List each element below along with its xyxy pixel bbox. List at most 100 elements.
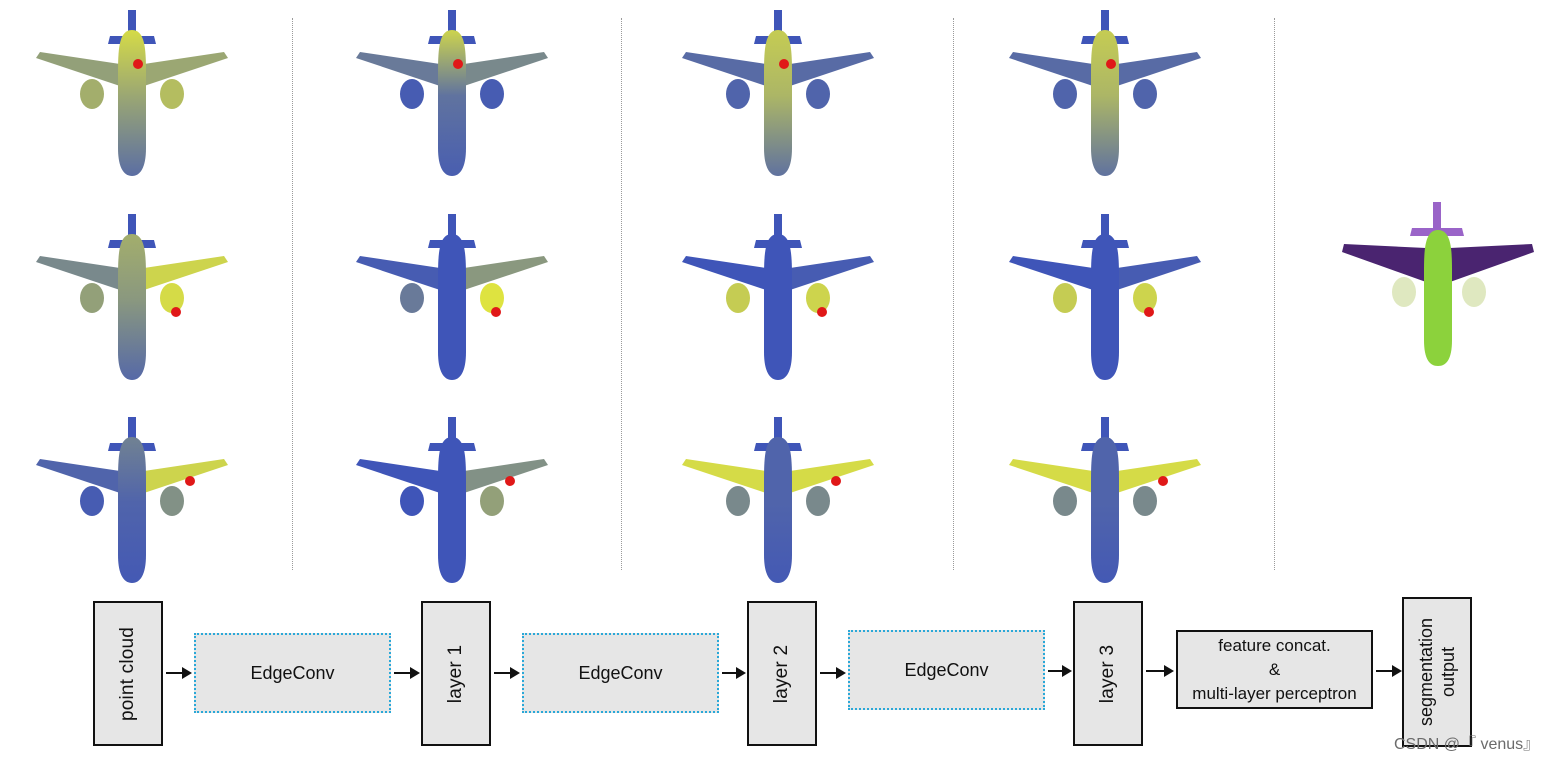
left-engine	[726, 486, 750, 516]
right-engine	[1133, 486, 1157, 516]
left-engine	[1053, 79, 1077, 109]
left-engine	[726, 79, 750, 109]
right-wing	[464, 52, 548, 86]
airplane-r3-c4	[1009, 417, 1201, 583]
left-wing	[1009, 52, 1093, 86]
left-wing	[36, 52, 120, 86]
point-cloud-box: point cloud	[93, 601, 163, 746]
airplane-r1-c3	[682, 10, 874, 176]
left-engine	[80, 79, 104, 109]
left-wing	[682, 52, 766, 86]
seg-right-wing	[1450, 244, 1534, 282]
airplane-r2-c4	[1009, 214, 1201, 380]
left-engine	[400, 486, 424, 516]
query-point	[185, 476, 195, 486]
fuselage	[118, 437, 146, 583]
arrow-2	[394, 667, 420, 679]
segmentation-output-line-1: segmentation	[1416, 617, 1437, 727]
left-wing	[36, 459, 120, 493]
column-separator-2	[621, 18, 622, 570]
left-engine	[400, 79, 424, 109]
left-engine	[80, 486, 104, 516]
arrow-7	[1146, 665, 1174, 677]
layer-3-box: layer 3	[1073, 601, 1143, 746]
segmentation-output-label: segmentation output	[1415, 618, 1459, 726]
right-engine	[160, 486, 184, 516]
left-wing	[36, 256, 120, 290]
left-wing	[1009, 459, 1093, 493]
left-engine	[1053, 283, 1077, 313]
right-engine	[160, 283, 184, 313]
query-point	[1158, 476, 1168, 486]
query-point	[831, 476, 841, 486]
left-engine	[1053, 486, 1077, 516]
right-engine	[1133, 283, 1157, 313]
fuselage	[764, 234, 792, 380]
fuselage	[118, 234, 146, 380]
point-cloud-label: point cloud	[117, 626, 139, 721]
right-wing	[1117, 459, 1201, 493]
airplane-r2-c3	[682, 214, 874, 380]
column-separator-1	[292, 18, 293, 570]
right-wing	[144, 459, 228, 493]
right-wing	[1117, 52, 1201, 86]
right-engine	[806, 79, 830, 109]
left-wing	[682, 459, 766, 493]
fuselage	[1091, 437, 1119, 583]
left-wing	[1009, 256, 1093, 290]
feature-concat-line-1: feature concat.	[1218, 635, 1331, 655]
seg-right-engine	[1462, 277, 1486, 307]
right-engine	[480, 283, 504, 313]
airplane-r1-c2	[356, 10, 548, 176]
airplane-r3-c3	[682, 417, 874, 583]
fuselage	[764, 30, 792, 176]
query-point	[453, 59, 463, 69]
left-wing	[682, 256, 766, 290]
airplane-r3-c2	[356, 417, 548, 583]
edgeconv-label-2: EdgeConv	[578, 662, 663, 683]
edgeconv-label-1: EdgeConv	[250, 662, 335, 683]
feature-concat-line-3: multi-layer perceptron	[1192, 683, 1357, 703]
right-engine	[806, 283, 830, 313]
query-point	[491, 307, 501, 317]
arrow-5	[820, 667, 846, 679]
seg-tail-fin	[1433, 202, 1441, 234]
right-wing	[1117, 256, 1201, 290]
edgeconv-box-1: EdgeConv	[194, 633, 391, 713]
right-wing	[144, 52, 228, 86]
arrow-8	[1376, 665, 1402, 677]
right-engine	[160, 79, 184, 109]
airplane-r1-c4	[1009, 10, 1201, 176]
right-wing	[790, 256, 874, 290]
pipeline: point cloud EdgeConv layer 1 EdgeConv la…	[0, 590, 1567, 759]
right-wing	[464, 459, 548, 493]
watermark: CSDN @『 venus』	[1394, 736, 1540, 753]
right-wing	[144, 256, 228, 290]
fuselage	[438, 437, 466, 583]
airplane-r1-c1	[36, 10, 228, 176]
seg-left-wing	[1342, 244, 1426, 282]
seg-fuselage	[1424, 230, 1452, 366]
feature-concat-line-2: &	[1268, 659, 1281, 679]
query-point	[171, 307, 181, 317]
query-point	[1106, 59, 1116, 69]
left-wing	[356, 52, 440, 86]
right-engine	[480, 79, 504, 109]
edgeconv-box-2: EdgeConv	[522, 633, 719, 713]
layer-2-label: layer 2	[771, 644, 792, 703]
feature-concat-box: feature concat. & multi-layer perceptron	[1176, 630, 1373, 709]
airplane-r2-c2	[356, 214, 548, 380]
right-wing	[790, 459, 874, 493]
layer-1-label: layer 1	[445, 644, 466, 703]
airplane-r3-c1	[36, 417, 228, 583]
layer-3-label: layer 3	[1097, 644, 1118, 703]
seg-left-engine	[1392, 277, 1416, 307]
fuselage	[764, 437, 792, 583]
right-engine	[806, 486, 830, 516]
query-point	[505, 476, 515, 486]
query-point	[779, 59, 789, 69]
fuselage	[1091, 234, 1119, 380]
left-engine	[80, 283, 104, 313]
fuselage	[1091, 30, 1119, 176]
